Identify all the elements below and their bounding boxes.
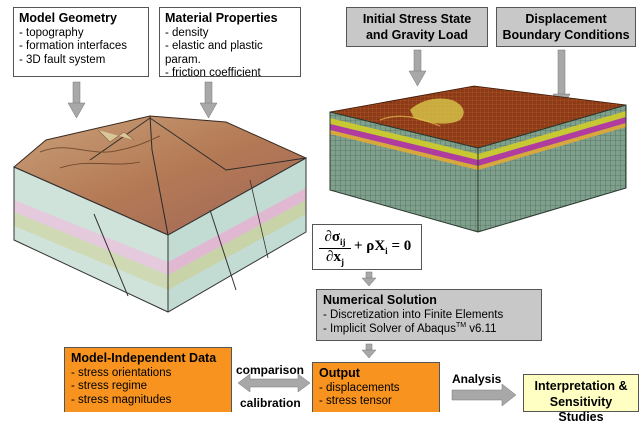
- arrow-eq-to-solution: [361, 271, 377, 287]
- numerical-solution-item: - Implicit Solver of AbaqusTM v6.11: [323, 322, 535, 336]
- equation-num-text: ∂σ: [324, 229, 341, 245]
- equation-denominator: ∂xj: [319, 249, 351, 267]
- output-title: Output: [319, 366, 360, 380]
- model-geometry-box: Model Geometry - topography - formation …: [13, 7, 149, 77]
- geometry-model-block: [13, 115, 308, 313]
- output-box: Output - displacements - stress tensor: [312, 362, 440, 412]
- arrow-material-down: [199, 81, 218, 119]
- model-geometry-item: - topography: [19, 26, 84, 39]
- mesh-model-block: [329, 85, 627, 233]
- equation-numerator: ∂σij: [319, 229, 351, 247]
- numerical-solution-title: Numerical Solution: [323, 293, 437, 307]
- model-independent-title: Model-Independent Data: [71, 351, 217, 365]
- equation-den-text: ∂x: [326, 249, 341, 265]
- equation-den-sub: j: [340, 257, 344, 267]
- displacement-bc-line1: Displacement: [525, 12, 607, 26]
- numerical-solution-item2-post: v6.11: [466, 323, 497, 336]
- arrow-analysis: [451, 383, 517, 407]
- equilibrium-equation: ∂σij ∂xj + ρXi = 0: [312, 224, 422, 270]
- arrow-solution-to-output: [361, 343, 377, 359]
- numerical-solution-item: - Discretization into Finite Elements: [323, 308, 504, 321]
- equation-rest-text: + ρX: [354, 238, 386, 254]
- numerical-solution-item2-pre: - Implicit Solver of Abaqus: [323, 323, 456, 336]
- material-properties-item: - density: [165, 26, 209, 39]
- analysis-label: Analysis: [452, 372, 502, 386]
- trademark-sup: TM: [455, 322, 467, 330]
- initial-stress-box: Initial Stress State and Gravity Load: [346, 7, 488, 47]
- equation-num-sub: ij: [340, 237, 346, 247]
- double-arrow-comparison: [237, 373, 311, 393]
- equation-equals: = 0: [391, 238, 412, 254]
- model-geometry-item: - formation interfaces: [19, 40, 128, 53]
- output-item: - displacements: [319, 381, 400, 394]
- numerical-solution-box: Numerical Solution - Discretization into…: [316, 289, 542, 341]
- arrow-geometry-down: [67, 81, 86, 119]
- model-independent-item: - stress regime: [71, 380, 148, 393]
- material-properties-item: - friction coefficient: [165, 67, 261, 80]
- material-properties-title: Material Properties: [165, 11, 278, 25]
- model-geometry-item: - 3D fault system: [19, 53, 106, 66]
- displacement-bc-line2: Boundary Conditions: [502, 27, 630, 42]
- equation-fraction-bar: [319, 248, 351, 249]
- model-independent-item: - stress magnitudes: [71, 393, 172, 406]
- interpretation-box: Interpretation & Sensitivity Studies: [523, 374, 639, 424]
- material-properties-item: - elastic and plastic param.: [165, 40, 263, 66]
- diagram-graphics: [13, 49, 627, 407]
- model-independent-item: - stress orientations: [71, 366, 172, 379]
- model-independent-data-box: Model-Independent Data - stress orientat…: [64, 347, 232, 412]
- initial-stress-line1: Initial Stress State: [362, 12, 472, 26]
- displacement-bc-box: Displacement Boundary Conditions: [496, 7, 636, 47]
- output-item: - stress tensor: [319, 395, 392, 408]
- material-properties-box: Material Properties - density - elastic …: [159, 7, 301, 79]
- comparison-label: comparison: [236, 363, 305, 377]
- interpretation-line1: Interpretation &: [534, 379, 628, 393]
- arrow-initial-stress-down: [408, 49, 427, 87]
- calibration-label: calibration: [240, 396, 301, 410]
- equation-rest-sub: i: [385, 246, 388, 256]
- interpretation-line2: Sensitivity Studies: [549, 394, 613, 425]
- model-geometry-title: Model Geometry: [19, 11, 117, 25]
- equation-rest: + ρXi = 0: [354, 238, 411, 256]
- initial-stress-line2: and Gravity Load: [365, 27, 469, 42]
